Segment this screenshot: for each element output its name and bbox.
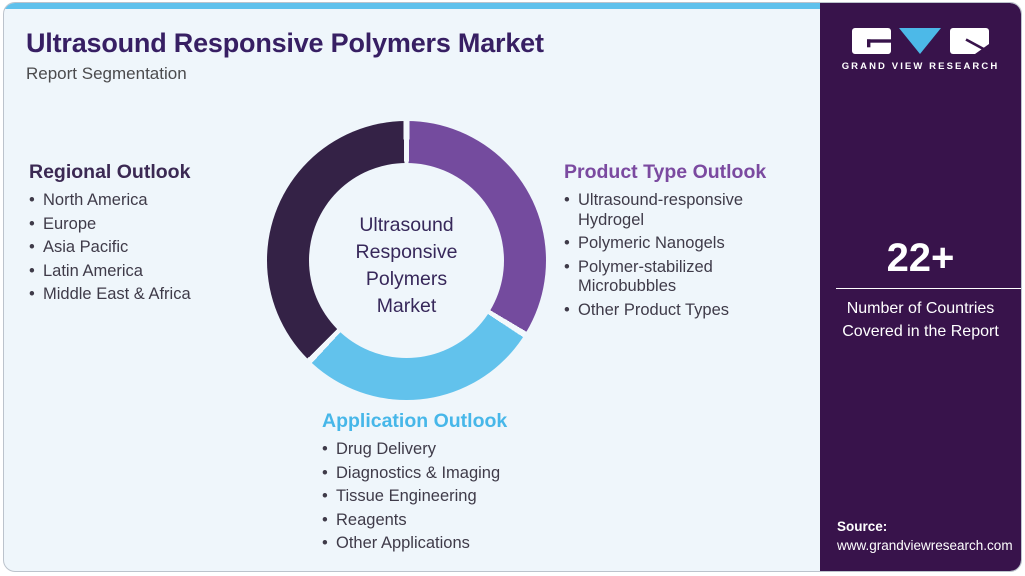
list-item: Polymeric Nanogels [564, 234, 789, 254]
donut-center-label-line: Ultrasound [359, 213, 454, 236]
donut-center-label-line: Responsive [355, 240, 458, 263]
source-label: Source: [837, 519, 888, 534]
list-item: Europe [29, 215, 279, 235]
product-type-outlook-section: Product Type Outlook Ultrasound-responsi… [564, 161, 789, 324]
list-item: Middle East & Africa [29, 285, 279, 305]
application-outlook-list: Drug DeliveryDiagnostics & ImagingTissue… [322, 440, 584, 554]
sidebar: GRAND VIEW RESEARCH 22+ Number of Countr… [820, 3, 1021, 571]
list-item: North America [29, 191, 279, 211]
gvr-logo-icon [852, 28, 989, 54]
donut-center-label-line: Polymers [365, 267, 448, 290]
page-subtitle: Report Segmentation [26, 64, 187, 83]
list-item: Diagnostics & Imaging [322, 464, 584, 484]
application-outlook-section: Application Outlook Drug DeliveryDiagnos… [322, 410, 584, 558]
top-accent-bar [4, 3, 820, 9]
countries-stat-label: Number of Countries Covered in the Repor… [842, 300, 999, 340]
brand-name: GRAND VIEW RESEARCH [841, 61, 1000, 72]
product-type-outlook-list: Ultrasound-responsive HydrogelPolymeric … [564, 191, 789, 320]
list-item: Other Product Types [564, 301, 789, 321]
application-outlook-title: Application Outlook [322, 410, 508, 432]
list-item: Reagents [322, 511, 584, 531]
list-item: Asia Pacific [29, 238, 279, 258]
list-item: Drug Delivery [322, 440, 584, 460]
source-url-link[interactable]: www.grandviewresearch.com [837, 538, 1013, 553]
list-item: Ultrasound-responsive Hydrogel [564, 191, 789, 230]
regional-outlook-list: North AmericaEuropeAsia PacificLatin Ame… [29, 191, 279, 305]
product-type-outlook-title: Product Type Outlook [564, 161, 767, 183]
regional-outlook-section: Regional Outlook North AmericaEuropeAsia… [29, 161, 279, 309]
countries-stat: 22+ Number of Countries Covered in the R… [820, 237, 1021, 343]
brand-logo: GRAND VIEW RESEARCH [820, 28, 1021, 72]
list-item: Polymer-stabilized Microbubbles [564, 258, 789, 297]
list-item: Tissue Engineering [322, 487, 584, 507]
page-title: Ultrasound Responsive Polymers Market [26, 28, 544, 58]
countries-stat-value: 22+ [886, 236, 955, 280]
list-item: Latin America [29, 262, 279, 282]
header: Ultrasound Responsive Polymers Market Re… [26, 27, 726, 84]
donut-center-label-line: Market [376, 294, 437, 317]
infographic-card: Ultrasound Responsive Polymers Market Re… [3, 2, 1022, 572]
stat-divider [836, 288, 1021, 289]
list-item: Other Applications [322, 534, 584, 554]
regional-outlook-title: Regional Outlook [29, 161, 191, 183]
source-block: Source: www.grandviewresearch.com [837, 518, 1013, 554]
